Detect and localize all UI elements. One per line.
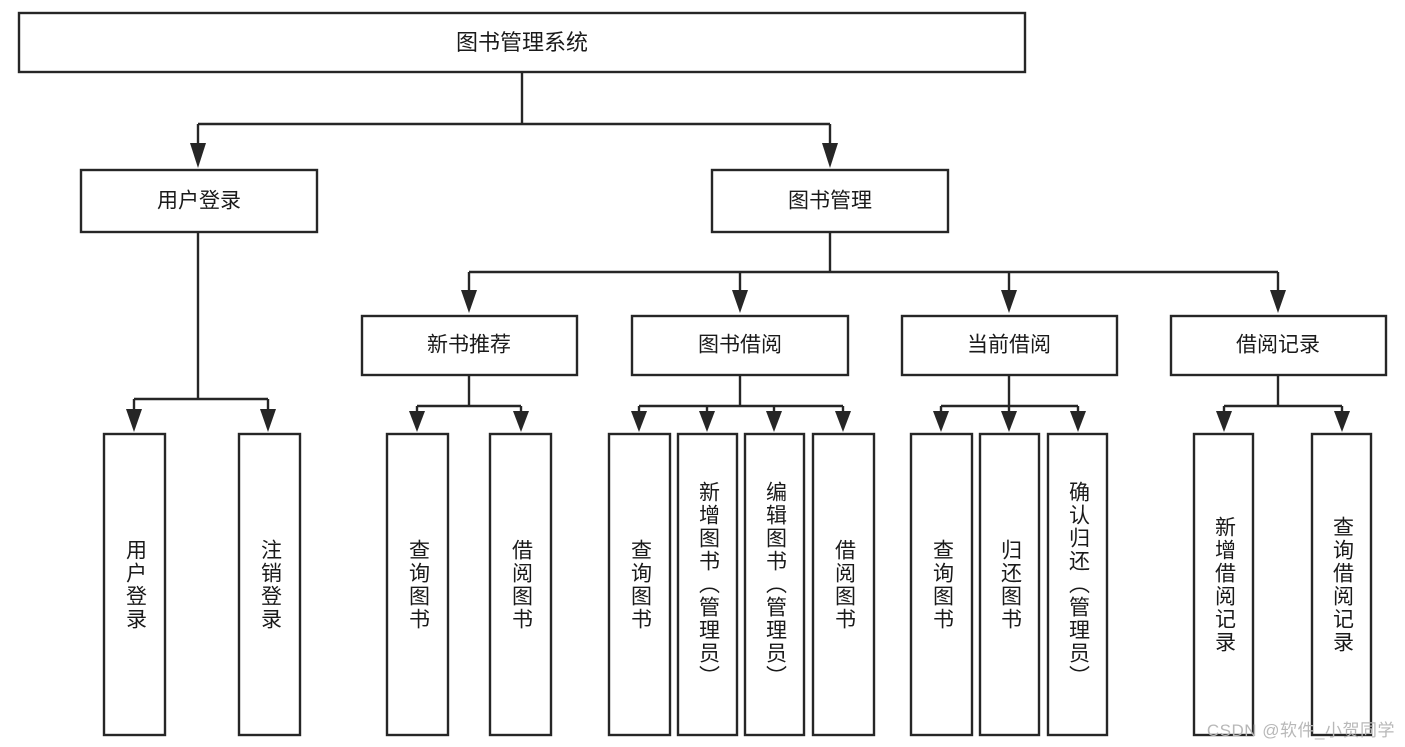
node-box-root[interactable] xyxy=(17,11,1027,74)
node-box-book-borrow[interactable] xyxy=(630,314,850,377)
connector-group-book-manage xyxy=(461,232,1286,313)
node-box-borrow-record[interactable] xyxy=(1169,314,1388,377)
arrow-head-leaf-borrow-book-2 xyxy=(835,411,851,432)
arrow-head-leaf-edit-book xyxy=(766,411,782,432)
arrow-head-leaf-borrow-book-1 xyxy=(513,411,529,432)
node-box-leaf-edit-book[interactable] xyxy=(743,432,806,737)
arrow-head-leaf-query-record xyxy=(1334,411,1350,432)
arrow-head-book-borrow xyxy=(732,290,748,313)
arrow-head-new-book-rec xyxy=(461,290,477,313)
node-box-leaf-query-book-2[interactable] xyxy=(607,432,672,737)
node-box-leaf-user-logout[interactable] xyxy=(237,432,302,737)
node-label-root: 图书管理系统 xyxy=(456,30,588,55)
connector-group-new-book-rec xyxy=(409,375,529,432)
arrow-head-leaf-user-login xyxy=(126,409,142,432)
arrow-head-leaf-query-book-3 xyxy=(933,411,949,432)
arrow-head-leaf-return-book xyxy=(1001,411,1017,432)
arrow-head-leaf-confirm-return xyxy=(1070,411,1086,432)
node-box-leaf-confirm-return[interactable] xyxy=(1046,432,1109,737)
arrow-head-user-login xyxy=(190,143,206,168)
node-box-leaf-query-record[interactable] xyxy=(1310,432,1373,737)
arrow-head-borrow-record xyxy=(1270,290,1286,313)
node-box-leaf-add-record[interactable] xyxy=(1192,432,1255,737)
node-box-leaf-query-book-3[interactable] xyxy=(909,432,974,737)
connector-group-current-borrow xyxy=(933,375,1086,432)
arrow-head-leaf-query-book-1 xyxy=(409,411,425,432)
node-box-leaf-user-login[interactable] xyxy=(102,432,167,737)
arrow-head-leaf-add-book xyxy=(699,411,715,432)
arrow-head-leaf-query-book-2 xyxy=(631,411,647,432)
connector-group-user-login xyxy=(126,232,276,432)
node-box-user-login[interactable] xyxy=(79,168,319,234)
node-box-leaf-return-book[interactable] xyxy=(978,432,1041,737)
arrow-head-leaf-user-logout xyxy=(260,409,276,432)
node-label-current-borrow: 当前借阅 xyxy=(967,334,1051,357)
node-label-book-manage: 图书管理 xyxy=(788,190,872,213)
node-box-leaf-add-book[interactable] xyxy=(676,432,739,737)
connector-group-root xyxy=(190,72,838,168)
node-box-current-borrow[interactable] xyxy=(900,314,1119,377)
arrow-head-book-manage xyxy=(822,143,838,168)
node-box-new-book-rec[interactable] xyxy=(360,314,579,377)
node-box-leaf-borrow-book-2[interactable] xyxy=(811,432,876,737)
arrow-head-leaf-add-record xyxy=(1216,411,1232,432)
connector-group-book-borrow xyxy=(631,375,851,432)
node-label-user-login: 用户登录 xyxy=(157,190,241,213)
connector-group-borrow-record xyxy=(1216,375,1350,432)
node-box-leaf-borrow-book-1[interactable] xyxy=(488,432,553,737)
node-label-book-borrow: 图书借阅 xyxy=(698,334,782,357)
node-label-new-book-rec: 新书推荐 xyxy=(427,334,511,357)
node-box-leaf-query-book-1[interactable] xyxy=(385,432,450,737)
node-box-book-manage[interactable] xyxy=(710,168,950,234)
node-label-borrow-record: 借阅记录 xyxy=(1236,334,1320,357)
arrow-head-current-borrow xyxy=(1001,290,1017,313)
watermark-text: CSDN @软件_小贺同学 xyxy=(1206,721,1395,740)
